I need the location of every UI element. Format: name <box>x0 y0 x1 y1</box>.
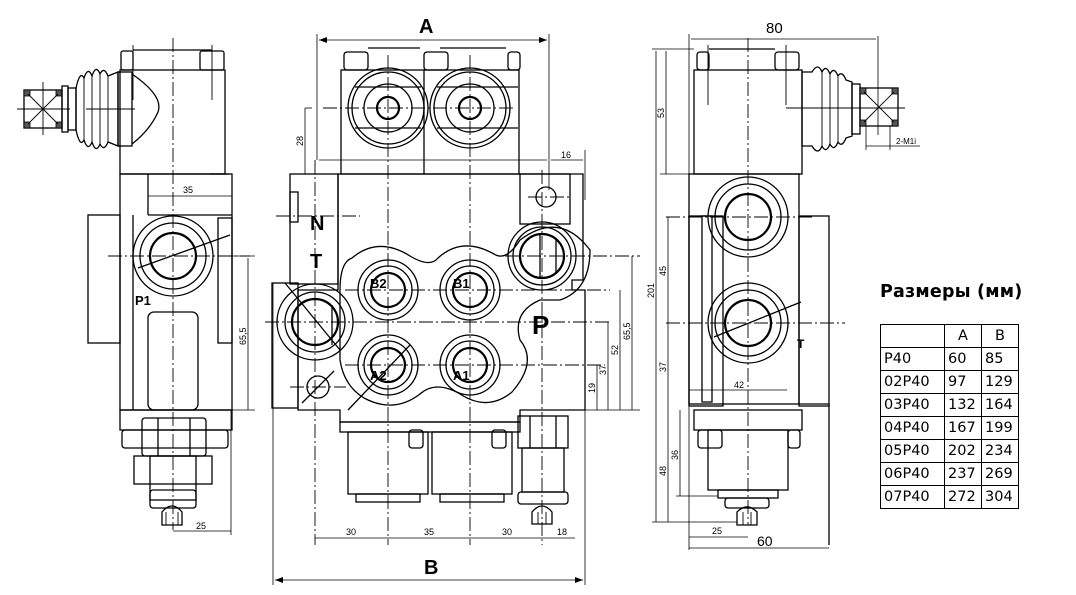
left-port-label-p1: P1 <box>135 293 151 308</box>
dim-left-35: 35 <box>183 185 193 195</box>
cell-a: 60 <box>944 347 982 371</box>
cell-model: P40 <box>880 347 945 371</box>
table-row: 02P40 97 129 <box>880 370 1019 394</box>
left-valve-body <box>119 173 233 411</box>
left-connector-plug <box>17 68 160 150</box>
right-connector-plug: 2-M1i <box>786 66 920 152</box>
dim-right-80: 80 <box>766 20 783 37</box>
cell-a: 132 <box>944 393 982 417</box>
dim-right-45: 45 <box>658 266 668 276</box>
cell-model: 05P40 <box>880 439 945 463</box>
dim-right-60: 60 <box>757 533 773 549</box>
front-bottom-dimensions: 30 35 30 18 B <box>272 283 586 585</box>
header-a: A <box>944 324 982 348</box>
dim-front-65-5: 65,5 <box>622 322 632 340</box>
cell-model: 07P40 <box>880 485 945 509</box>
cell-b: 304 <box>981 485 1019 509</box>
front-solenoid-coils <box>340 69 520 175</box>
front-view: A 28 <box>265 16 640 585</box>
dim-front-30b: 30 <box>502 527 512 537</box>
front-port-label-n: N <box>310 213 324 235</box>
dim-front-35: 35 <box>424 527 434 537</box>
dim-front-52: 52 <box>610 345 620 355</box>
cell-a: 272 <box>944 485 982 509</box>
port-a2: A2 <box>347 334 419 411</box>
left-dimensions: 35 65,5 25 <box>148 185 255 535</box>
left-side-view: P1 35 65,5 25 <box>17 38 255 535</box>
table-header-row: A B <box>880 324 1019 348</box>
cell-b: 269 <box>981 462 1019 486</box>
right-valve-body <box>688 173 800 405</box>
cell-a: 97 <box>944 370 982 394</box>
cell-model: 04P40 <box>880 416 945 440</box>
dim-right-48: 48 <box>658 466 668 476</box>
dim-right-201: 201 <box>646 283 656 298</box>
port-t: N T <box>276 213 360 361</box>
front-port-label-a2: A2 <box>370 368 387 383</box>
dim-right-25: 25 <box>712 526 722 536</box>
table-row: 04P40 167 199 <box>880 416 1019 440</box>
cell-b: 199 <box>981 416 1019 440</box>
table-row: 07P40 272 304 <box>880 485 1019 509</box>
cell-a: 167 <box>944 416 982 440</box>
front-port-label-t: T <box>310 251 322 273</box>
cell-b: 129 <box>981 370 1019 394</box>
left-solenoid-coil <box>119 69 226 175</box>
front-port-label-p: P <box>532 310 549 340</box>
dim-right-36: 36 <box>670 450 680 460</box>
table-row: 05P40 202 234 <box>880 439 1019 463</box>
dim-left-25: 25 <box>196 521 206 531</box>
cell-b: 164 <box>981 393 1019 417</box>
cell-b: 85 <box>981 347 1019 371</box>
front-port-label-b1: B1 <box>453 276 470 291</box>
header-model <box>880 324 945 348</box>
table-row: 03P40 132 164 <box>880 393 1019 417</box>
dim-right-37: 37 <box>658 362 668 372</box>
dim-left-65-5: 65,5 <box>238 327 248 345</box>
right-side-view: 80 2-M1i <box>646 20 920 550</box>
cell-b: 234 <box>981 439 1019 463</box>
sizes-panel: Размеры (мм) A B P40 60 85 02P40 97 129 … <box>880 282 1070 509</box>
header-b: B <box>981 324 1019 348</box>
dim-right-42: 42 <box>734 380 744 390</box>
dim-right-53: 53 <box>656 108 666 118</box>
dim-front-30a: 30 <box>346 527 356 537</box>
dim-front-28: 28 <box>295 136 305 146</box>
dim-front-a: A <box>419 16 433 38</box>
front-right-dimensions: 19 37 52 65,5 <box>585 256 640 411</box>
sizes-table: A B P40 60 85 02P40 97 129 03P40 132 164… <box>880 324 1019 509</box>
front-port-label-b2: B2 <box>370 276 387 291</box>
cell-model: 02P40 <box>880 370 945 394</box>
cell-a: 202 <box>944 439 982 463</box>
right-port-label-t: T <box>797 337 805 351</box>
front-port-label-a1: A1 <box>453 368 470 383</box>
table-row: 06P40 237 269 <box>880 462 1019 486</box>
cell-model: 03P40 <box>880 393 945 417</box>
dim-right-thread: 2-M1i <box>896 137 916 146</box>
dim-front-19: 19 <box>587 383 597 393</box>
sizes-title: Размеры (мм) <box>880 282 1023 302</box>
dim-front-b: B <box>424 557 438 579</box>
cell-model: 06P40 <box>880 462 945 486</box>
table-row: P40 60 85 <box>880 347 1019 371</box>
dim-front-16: 16 <box>561 150 571 160</box>
dim-front-37: 37 <box>598 365 608 375</box>
dim-front-18: 18 <box>557 527 567 537</box>
cell-a: 237 <box>944 462 982 486</box>
